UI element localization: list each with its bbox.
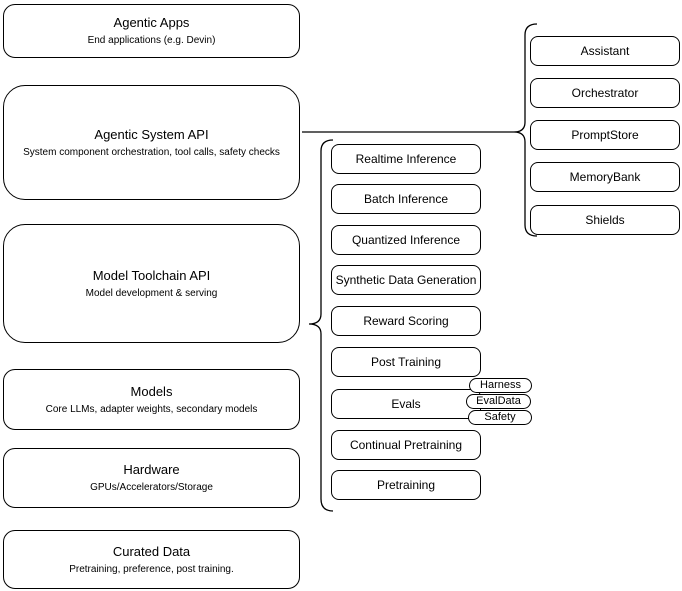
- node-assistant: Assistant: [530, 36, 680, 66]
- node-title: Models: [130, 383, 173, 399]
- node-title: Agentic System API: [94, 126, 209, 142]
- node-reward-scoring: Reward Scoring: [331, 306, 481, 336]
- toolchain-components-brace: [308, 139, 334, 512]
- node-orchestrator: Orchestrator: [530, 78, 680, 108]
- node-eval-harness: Harness: [469, 378, 532, 393]
- node-title: Agentic Apps: [113, 15, 190, 30]
- node-subtitle: Model development & serving: [85, 287, 218, 299]
- node-subtitle: System component orchestration, tool cal…: [23, 146, 280, 158]
- node-subtitle: GPUs/Accelerators/Storage: [90, 482, 213, 493]
- node-shields: Shields: [530, 205, 680, 235]
- node-models: Models Core LLMs, adapter weights, secon…: [3, 369, 300, 430]
- node-subtitle: End applications (e.g. Devin): [87, 35, 216, 46]
- node-agentic-system-api: Agentic System API System component orch…: [3, 85, 300, 200]
- node-eval-evaldata: EvalData: [466, 394, 531, 409]
- node-eval-safety: Safety: [468, 410, 532, 425]
- node-continual-pretraining: Continual Pretraining: [331, 430, 481, 460]
- node-model-toolchain-api: Model Toolchain API Model development & …: [3, 224, 300, 343]
- node-synthetic-data-generation: Synthetic Data Generation: [331, 265, 481, 295]
- node-post-training: Post Training: [331, 347, 481, 377]
- node-subtitle: Core LLMs, adapter weights, secondary mo…: [45, 403, 258, 415]
- node-pretraining: Pretraining: [331, 470, 481, 500]
- node-promptstore: PromptStore: [530, 120, 680, 150]
- node-agentic-apps: Agentic Apps End applications (e.g. Devi…: [3, 4, 300, 58]
- node-quantized-inference: Quantized Inference: [331, 225, 481, 255]
- node-memorybank: MemoryBank: [530, 162, 680, 192]
- node-hardware: Hardware GPUs/Accelerators/Storage: [3, 448, 300, 508]
- node-batch-inference: Batch Inference: [331, 184, 481, 214]
- node-title: Model Toolchain API: [92, 267, 211, 283]
- node-curated-data: Curated Data Pretraining, preference, po…: [3, 530, 300, 589]
- node-evals: Evals: [331, 389, 481, 419]
- node-realtime-inference: Realtime Inference: [331, 144, 481, 174]
- node-title: Curated Data: [112, 543, 191, 559]
- node-title: Hardware: [123, 462, 180, 477]
- node-subtitle: Pretraining, preference, post training.: [69, 563, 234, 575]
